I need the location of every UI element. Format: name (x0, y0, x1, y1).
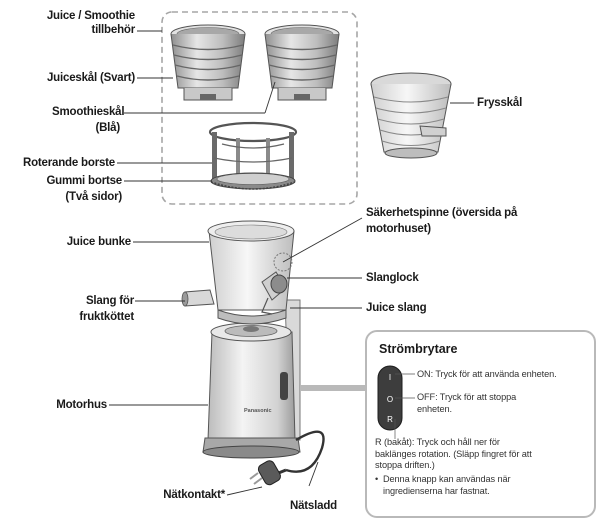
switch-note-bullet: • (375, 474, 379, 484)
power-plug-illustration (249, 460, 287, 486)
label-accessories: Juice / Smoothie tillbehör (46, 10, 135, 36)
switch-off-mark: O (387, 395, 393, 404)
brand-text: Panasonic (244, 408, 272, 414)
label-rubber-brush: Gummi bortse (Två sidor) (46, 175, 122, 203)
switch-r-mark: R (387, 415, 393, 424)
smoothie-bowl-illustration (264, 24, 340, 101)
switch-off-text: OFF: Tryck för att stoppa enheten. (417, 392, 517, 414)
label-plug: Nätkontakt* (163, 489, 225, 501)
power-cord-illustration (285, 430, 325, 473)
juice-case-illustration (181, 220, 295, 325)
switch-on-text: ON: Tryck för att använda enheten. (417, 369, 557, 379)
label-juice-case: Juice bunke (66, 236, 131, 248)
switch-on-mark: I (389, 373, 391, 382)
label-pulp-hose: Slang för fruktköttet (79, 295, 134, 323)
switch-panel-title: Strömbrytare (379, 342, 458, 356)
juice-bowl-illustration (170, 24, 246, 101)
switch-panel: Strömbrytare I O R ON: Tryck för att anv… (365, 330, 596, 518)
switch-r-text: R (bakåt): Tryck och håll ner för baklän… (375, 437, 532, 470)
label-safety-pin: Säkerhetspinne (översida på motorhuset) (366, 207, 518, 235)
label-hose-cap: Slanglock (366, 272, 419, 284)
label-cord: Nätsladd (290, 500, 337, 512)
label-smoothie-bowl: Smoothieskål (Blå) (52, 106, 125, 134)
label-rotating-brush: Roterande borste (22, 157, 115, 169)
switch-note-text: Denna knapp kan användas när ingrediense… (383, 474, 511, 496)
label-motor-housing: Motorhus (56, 399, 107, 411)
frozen-bowl-illustration (370, 72, 452, 159)
label-juice-bowl: Juiceskål (Svart) (46, 72, 135, 84)
leader-lines (109, 30, 474, 496)
rotating-brush-illustration (208, 121, 298, 190)
switch-leader-lines (394, 373, 415, 439)
label-juice-hose: Juice slang (366, 302, 427, 314)
label-frozen-bowl: Frysskål (477, 97, 523, 109)
motor-housing-illustration: Panasonic (202, 299, 301, 459)
accessories-frame (161, 11, 358, 205)
